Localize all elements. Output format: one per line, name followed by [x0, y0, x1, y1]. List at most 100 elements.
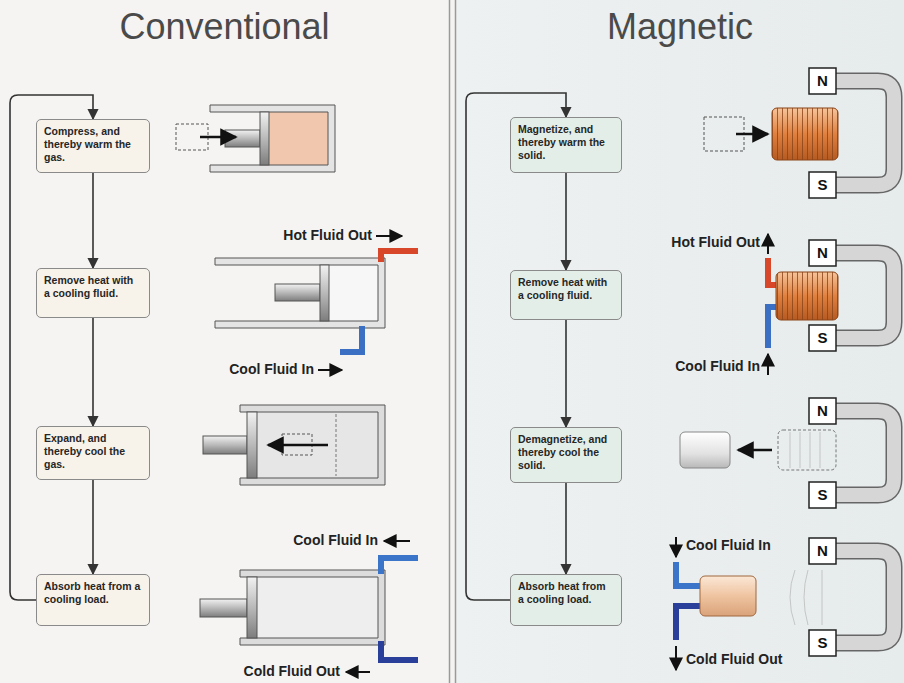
magnetocaloric-solid	[776, 272, 838, 320]
pole	[809, 240, 836, 266]
magnet-yoke	[835, 551, 894, 643]
pole	[809, 630, 836, 656]
piston-rod	[200, 599, 247, 617]
pole	[809, 538, 836, 564]
magnet	[676, 537, 894, 670]
process-box: Absorb heat from a cooling load.	[36, 574, 150, 626]
diagram-panel: MagneticMagnetize, and thereby warm the …	[456, 0, 904, 683]
flow-label: Cool Fluid In	[675, 359, 760, 374]
flow-connector	[92, 318, 94, 426]
magnet-yoke	[835, 551, 894, 643]
pole-label: S	[817, 177, 827, 194]
pole-label: S	[817, 487, 827, 504]
cool-pipe	[381, 558, 418, 574]
flow-label: Cold Fluid Out	[244, 664, 340, 679]
pole-label: S	[817, 635, 827, 652]
piston-cylinder	[176, 105, 335, 172]
previous-position	[778, 430, 836, 470]
piston-head	[260, 112, 269, 165]
cool-pipe	[676, 562, 702, 586]
flow-arrow	[346, 671, 370, 673]
hot-pipe	[381, 251, 418, 262]
solid-texture	[776, 272, 838, 320]
process-box: Magnetize, and thereby warm the solid.	[510, 117, 622, 173]
motion-arrow	[200, 136, 236, 139]
step-text: Compress, and thereby warm the gas.	[44, 125, 142, 164]
flow-label: Hot Fluid Out	[671, 235, 760, 250]
magnet	[704, 68, 894, 198]
flow-arrow	[675, 646, 677, 670]
pole	[809, 68, 836, 94]
magnet	[768, 234, 894, 375]
flow-arrow	[384, 540, 410, 542]
divider	[455, 0, 457, 683]
magnet	[680, 398, 894, 508]
previous-position	[336, 414, 337, 476]
pole	[809, 398, 836, 424]
piston-head	[247, 412, 257, 478]
pole-label: N	[817, 403, 828, 420]
cold-pipe	[676, 606, 702, 640]
magnet-yoke	[835, 253, 894, 338]
step-text: Demagnetize, and thereby cool the solid.	[518, 433, 614, 472]
panel-ground	[456, 0, 904, 683]
flow-label: Cool Fluid In	[293, 533, 378, 548]
panel-ground	[0, 0, 449, 683]
magnet-yoke	[835, 81, 894, 185]
step-text: Absorb heat from a cooling load.	[518, 580, 614, 606]
motion-arrow	[736, 133, 768, 136]
process-box: Demagnetize, and thereby cool the solid.	[510, 427, 622, 483]
gas	[328, 265, 378, 321]
pole-label: S	[817, 330, 827, 347]
process-box: Remove heat with a cooling fluid.	[36, 268, 150, 318]
piston-cylinder	[200, 541, 418, 672]
piston-rod	[203, 436, 247, 454]
magnetocaloric-solid	[700, 576, 756, 616]
gas	[255, 577, 378, 638]
process-box: Remove heat with a cooling fluid.	[510, 270, 622, 320]
gas	[255, 412, 378, 478]
diagram-panel: ConventionalCompress, and thereby warm t…	[0, 0, 449, 683]
step-text: Magnetize, and thereby warm the solid.	[518, 123, 614, 162]
flow-arrow	[767, 234, 769, 254]
step-text: Remove heat with a cooling fluid.	[518, 276, 614, 302]
piston-cylinder	[203, 405, 385, 485]
panel-heading: Conventional	[0, 6, 449, 48]
step-text: Remove heat with a cooling fluid.	[44, 274, 142, 300]
piston-rod	[225, 130, 260, 147]
flow-arrow	[376, 235, 402, 237]
divider	[449, 0, 451, 683]
housing	[240, 405, 385, 485]
pole-label: N	[817, 245, 828, 262]
flow-label: Cool Fluid In	[686, 538, 771, 553]
flow-arrow	[318, 369, 342, 371]
magnet-yoke	[835, 411, 894, 495]
process-box: Absorb heat from a cooling load.	[510, 574, 622, 626]
flow-connector	[565, 320, 567, 427]
pole	[809, 482, 836, 508]
housing	[240, 570, 385, 645]
flow-connector	[565, 173, 567, 270]
step-text: Absorb heat from a cooling load.	[44, 580, 142, 606]
housing	[210, 105, 335, 172]
piston-rod	[275, 284, 320, 301]
field-lines	[790, 432, 820, 468]
magnet-yoke	[835, 253, 894, 338]
pole-label: N	[817, 73, 828, 90]
cool-pipe	[340, 326, 362, 352]
process-box: Expand, and thereby cool the gas.	[36, 426, 150, 480]
flow-connector	[565, 483, 567, 574]
flow-label: Cold Fluid Out	[686, 652, 782, 667]
step-text: Expand, and thereby cool the gas.	[44, 432, 142, 471]
panel-heading: Magnetic	[456, 6, 904, 48]
magnetocaloric-solid	[772, 108, 838, 160]
magnet-yoke	[835, 411, 894, 495]
flow-connector	[92, 173, 94, 268]
process-box: Compress, and thereby warm the gas.	[36, 119, 150, 173]
pole-label: N	[817, 543, 828, 560]
pole	[809, 325, 836, 351]
housing	[215, 258, 385, 328]
gas	[268, 112, 328, 165]
cold-pipe	[381, 641, 418, 660]
